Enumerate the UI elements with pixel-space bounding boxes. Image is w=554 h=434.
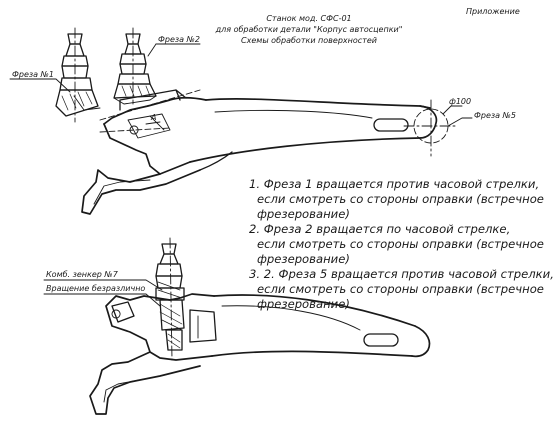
upper-part-body (81, 89, 438, 215)
note-2-line-1: 2. Фреза 2 вращается по часовой стрелке, (249, 222, 511, 236)
title-line-1: Станок мод. СФС-01 (266, 14, 351, 23)
cutter-1-assembly (55, 27, 101, 123)
rotation-label: Вращение безразлично (46, 284, 145, 293)
note-3-line-2: если смотреть со стороны оправки (встреч… (257, 282, 544, 296)
title-line-3: Схемы обработки поверхностей (241, 36, 377, 45)
cutter-5-symbol (403, 99, 473, 157)
leader-countersink (43, 279, 163, 291)
diameter-label: ф100 (449, 97, 471, 106)
note-1-line-2: если смотреть со стороны оправки (встреч… (257, 192, 544, 206)
cutter-2-label: Фреза №2 (158, 35, 200, 44)
point-a-label: А (150, 113, 156, 122)
note-2-line-2: если смотреть со стороны оправки (встреч… (257, 237, 544, 251)
technical-drawing: Приложение Станок мод. СФС-01 для обрабо… (9, 7, 520, 415)
note-3-line-3: фрезерование) (257, 297, 350, 311)
appendix-label: Приложение (466, 7, 520, 16)
drawing-sheet: Приложение Станок мод. СФС-01 для обрабо… (9, 7, 554, 415)
lower-part-body (89, 293, 431, 415)
title-line-2: для обработки детали "Корпус автосцепки" (215, 25, 403, 34)
note-1-line-3: фрезерование) (257, 207, 350, 221)
leader-rotation (43, 293, 161, 307)
leader-cutter-1 (9, 78, 71, 93)
note-3-line-1: 3. 2. Фреза 5 вращается против часовой с… (249, 267, 554, 281)
countersink-7-assembly (155, 237, 185, 361)
cutter-5-label: Фреза №5 (474, 111, 516, 120)
cutter-1-label: Фреза №1 (12, 70, 54, 79)
cutter-2-assembly (113, 27, 157, 105)
note-2-line-3: фрезерование) (257, 252, 350, 266)
note-1-line-1: 1. Фреза 1 вращается против часовой стре… (249, 177, 540, 191)
countersink-label: Комб. зенкер №7 (46, 270, 119, 279)
